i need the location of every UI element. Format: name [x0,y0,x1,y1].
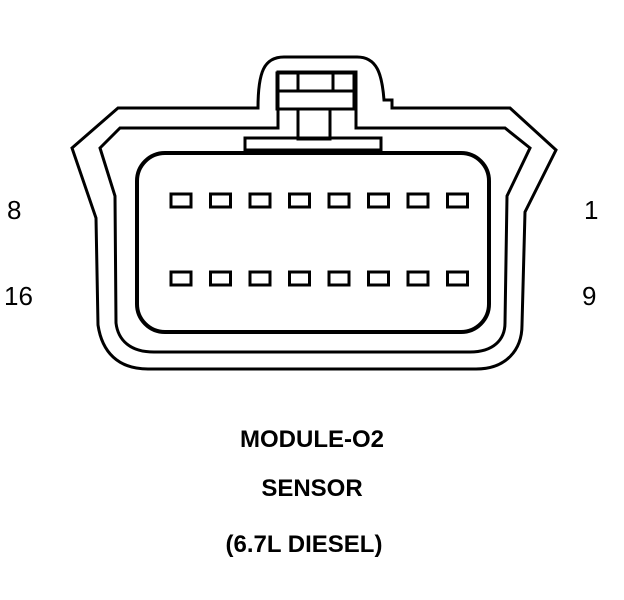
connector-housing-outer [70,55,558,371]
pin-label-bottom-left: 16 [4,281,33,311]
pin-cavity-9 [446,270,469,287]
pin-cavity-8 [169,192,193,209]
pin-cavity-7 [209,192,232,209]
pin-cavity-11 [367,270,390,287]
pin-cavity-5 [288,192,311,209]
pin-row-bottom [169,270,469,287]
caption-line-3: (6.7L DIESEL) [225,531,383,558]
pin-cavity-4 [327,192,351,209]
pin-cavity-14 [248,270,272,287]
pin-cavity-16 [169,270,193,287]
pin-cavity-6 [248,192,272,209]
pin-cavity-area [135,151,491,334]
caption-line-2: SENSOR [261,475,363,502]
pin-label-bottom-right: 9 [582,281,597,311]
caption-line-1: MODULE-O2 [240,426,384,453]
pin-cavity-10 [406,270,430,287]
pin-label-top-right: 1 [584,195,599,225]
connector-housing-inner [98,70,532,354]
pin-cavity-15 [209,270,232,287]
pin-label-top-left: 8 [7,195,22,225]
pin-cavity-13 [288,270,311,287]
pin-cavity-1 [446,192,469,209]
latch-lock [243,71,383,152]
pin-row-top [169,192,469,209]
pin-cavity-12 [327,270,351,287]
pin-cavity-3 [367,192,390,209]
pin-cavity-2 [406,192,430,209]
latch-tab [296,107,332,141]
